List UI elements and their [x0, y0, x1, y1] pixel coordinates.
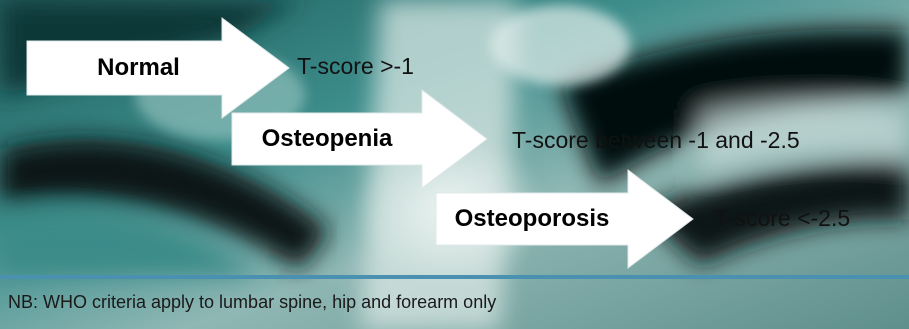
category-description-normal: T-score >-1 — [297, 53, 414, 80]
category-label-osteopenia: Osteopenia — [232, 90, 422, 188]
arrow-osteoporosis: Osteoporosis — [436, 170, 693, 268]
category-label-osteoporosis: Osteoporosis — [436, 170, 628, 268]
category-description-osteoporosis: T-score <-2.5 — [714, 205, 850, 232]
divider-line — [0, 275, 909, 279]
category-description-osteopenia: T-score between -1 and -2.5 — [512, 127, 800, 154]
footnote: NB: WHO criteria apply to lumbar spine, … — [8, 292, 496, 313]
category-label-normal: Normal — [27, 18, 222, 118]
